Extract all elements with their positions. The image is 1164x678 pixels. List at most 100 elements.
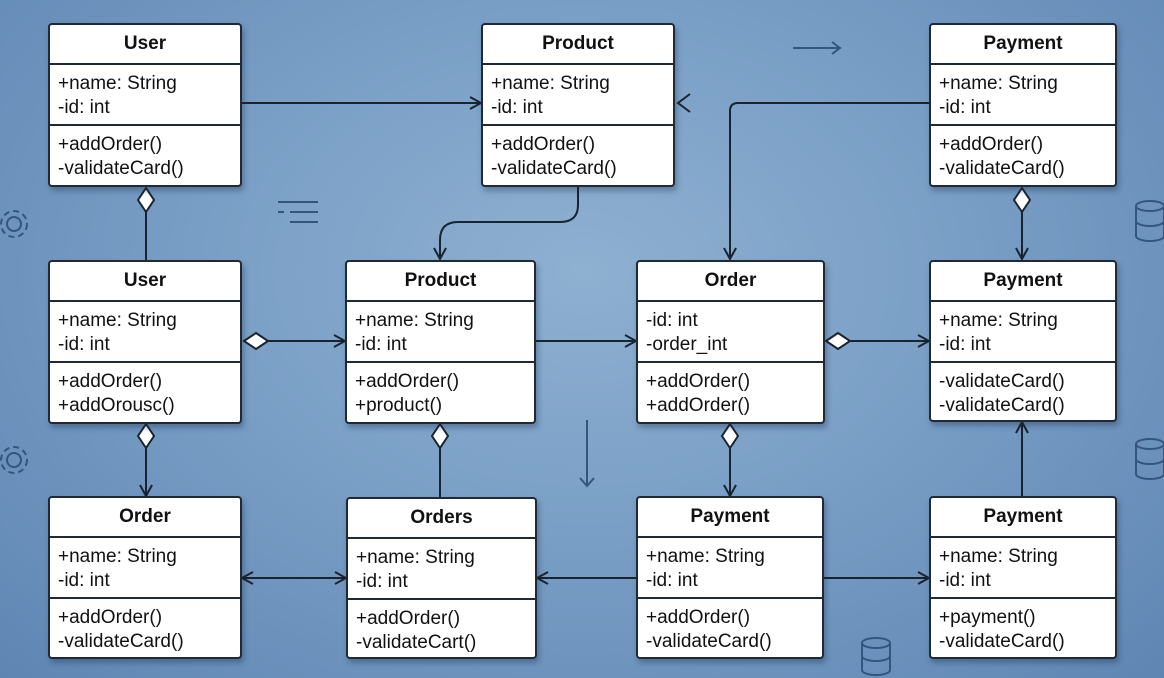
- attribute: -id: int: [58, 97, 110, 118]
- class-name: Product: [483, 25, 673, 65]
- aggregation-diamond: [824, 331, 852, 351]
- class-name: Payment: [931, 498, 1115, 538]
- method: +addOrder(): [58, 607, 163, 628]
- attribute: -id: int: [355, 334, 407, 355]
- method: -validateCard(): [646, 631, 772, 652]
- class-attributes: +name: String -id: int: [348, 539, 535, 600]
- attribute: -id: int: [646, 310, 698, 331]
- class-methods: +addOrder() -validateCard(): [483, 126, 673, 181]
- method: -validateCard(): [939, 371, 1065, 392]
- class-attributes: +name: String -id: int: [931, 65, 1115, 126]
- aggregation-diamond: [136, 422, 156, 450]
- database-icon: [1135, 438, 1164, 480]
- attribute: -id: int: [939, 334, 991, 355]
- aggregation-diamond: [136, 186, 156, 214]
- class-box-product[interactable]: Product +name: String -id: int +addOrder…: [481, 23, 675, 187]
- method: -validateCard(): [939, 158, 1065, 179]
- class-attributes: +name: String -id: int: [931, 302, 1115, 363]
- aggregation-diamond: [720, 422, 740, 450]
- method: +addOrder(): [646, 371, 751, 392]
- arrow-down-icon: [579, 420, 595, 488]
- class-box-order[interactable]: Order +name: String -id: int +addOrder()…: [48, 496, 242, 659]
- method: -validateCard(): [939, 631, 1065, 652]
- class-name: Order: [638, 262, 823, 302]
- class-attributes: +name: String -id: int: [50, 302, 240, 363]
- arrow-right-icon: [793, 41, 842, 55]
- class-box-payment[interactable]: Payment +name: String -id: int +addOrder…: [929, 23, 1117, 187]
- attribute: -id: int: [939, 570, 991, 591]
- class-box-order[interactable]: Order -id: int -order_int +addOrder() +a…: [636, 260, 825, 424]
- attribute: +name: String: [939, 546, 1058, 567]
- attribute: +name: String: [58, 546, 177, 567]
- method: +addOrder(): [646, 607, 751, 628]
- method: +addOrder(): [355, 371, 460, 392]
- list-icon: [278, 201, 318, 223]
- class-box-user[interactable]: User +name: String -id: int +addOrder() …: [48, 23, 242, 187]
- attribute: +name: String: [491, 73, 610, 94]
- class-box-orders[interactable]: Orders +name: String -id: int +addOrder(…: [346, 497, 537, 659]
- class-attributes: +name: String -id: int: [50, 538, 240, 599]
- method: -validateCard(): [491, 158, 617, 179]
- class-attributes: -id: int -order_int: [638, 302, 823, 363]
- attribute: +name: String: [939, 310, 1058, 331]
- class-attributes: +name: String -id: int: [931, 538, 1115, 599]
- connector-product-product: [440, 187, 579, 259]
- class-name: Product: [347, 262, 534, 302]
- class-box-payment[interactable]: Payment +name: String -id: int +addOrder…: [636, 496, 824, 659]
- class-methods: +addOrder() +product(): [347, 363, 534, 418]
- class-box-user[interactable]: User +name: String -id: int +addOrder() …: [48, 260, 242, 424]
- database-icon: [861, 637, 891, 676]
- attribute: +name: String: [646, 546, 765, 567]
- method: -validateCard(): [58, 158, 184, 179]
- class-name: User: [50, 262, 240, 302]
- method: +product(): [355, 395, 443, 416]
- class-methods: +addOrder() -validateCart(): [348, 600, 535, 655]
- class-name: Order: [50, 498, 240, 538]
- gear-icon: [0, 210, 28, 238]
- aggregation-diamond: [1012, 186, 1032, 214]
- method: +addOrder(): [58, 371, 163, 392]
- attribute: -id: int: [491, 97, 543, 118]
- class-name: Payment: [931, 262, 1115, 302]
- class-methods: +addOrder() +addOrder(): [638, 363, 823, 418]
- class-attributes: +name: String -id: int: [347, 302, 534, 363]
- method: -validateCard(): [939, 395, 1065, 416]
- class-attributes: +name: String -id: int: [483, 65, 673, 126]
- attribute: -id: int: [356, 571, 408, 592]
- class-box-payment[interactable]: Payment +name: String -id: int -validate…: [929, 260, 1117, 422]
- method: -validateCard(): [58, 631, 184, 652]
- method: +addOrder(): [58, 134, 163, 155]
- attribute: +name: String: [939, 73, 1058, 94]
- class-methods: +addOrder() -validateCard(): [638, 599, 822, 654]
- connector-payment-product: [730, 102, 930, 259]
- attribute: -id: int: [58, 334, 110, 355]
- method: +addOrder(): [646, 395, 751, 416]
- attribute: -id: int: [939, 97, 991, 118]
- class-methods: +payment() -validateCard(): [931, 599, 1115, 654]
- attribute: +name: String: [58, 73, 177, 94]
- method: +addOrder(): [939, 134, 1044, 155]
- class-methods: -validateCard() -validateCard(): [931, 363, 1115, 418]
- attribute: +name: String: [58, 310, 177, 331]
- method: -validateCart(): [356, 632, 477, 653]
- database-icon: [1135, 200, 1164, 242]
- attribute: -id: int: [646, 570, 698, 591]
- attribute: -order_int: [646, 334, 728, 355]
- class-box-product[interactable]: Product +name: String -id: int +addOrder…: [345, 260, 536, 424]
- method: +addOrder(): [491, 134, 596, 155]
- class-methods: +addOrder() -validateCard(): [931, 126, 1115, 181]
- attribute: -id: int: [58, 570, 110, 591]
- class-box-payment[interactable]: Payment +name: String -id: int +payment(…: [929, 496, 1117, 659]
- method: +addOrder(): [356, 608, 461, 629]
- class-name: Orders: [348, 499, 535, 539]
- class-methods: +addOrder() -validateCard(): [50, 126, 240, 181]
- class-attributes: +name: String -id: int: [638, 538, 822, 599]
- method: +payment(): [939, 607, 1036, 628]
- class-name: Payment: [931, 25, 1115, 65]
- class-name: User: [50, 25, 240, 65]
- gear-icon: [0, 446, 28, 474]
- attribute: +name: String: [355, 310, 474, 331]
- class-methods: +addOrder() +addOrousc(): [50, 363, 240, 418]
- method: +addOrousc(): [58, 395, 175, 416]
